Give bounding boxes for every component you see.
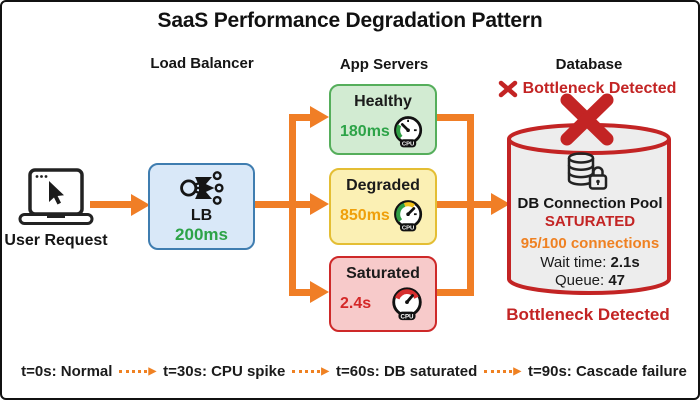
database-header: Database (555, 56, 623, 73)
pool-connections: 95/100 connections (520, 235, 660, 252)
arrow-lb-out (255, 201, 295, 208)
diagram-title: SaaS Performance Degradation Pattern (157, 9, 543, 32)
timeline-item: t=90s: Cascade failure (528, 363, 687, 380)
pool-queue: Queue: 47 (554, 272, 626, 289)
laptop-icon (18, 168, 94, 225)
cpu-gauge-icon-degraded: CPU (393, 200, 422, 232)
cursor-icon (49, 181, 64, 205)
svg-text:CPU: CPU (402, 226, 414, 232)
svg-text:CPU: CPU (401, 313, 415, 320)
arrow-healthy-out (437, 113, 474, 121)
bottleneck-alert-top: Bottleneck Detected (480, 79, 694, 99)
server-state-label: Degraded (346, 177, 420, 194)
pool-wait-time: Wait time: 2.1s (540, 254, 640, 271)
arrow-saturated-out (437, 288, 474, 296)
app-server-box-saturated: Saturated 2.4s CPU (329, 256, 437, 332)
timeline-item: t=30s: CPU spike (163, 363, 286, 380)
app-servers-header: App Servers (339, 56, 429, 73)
arrow-to-database (467, 200, 495, 208)
arrow-to-saturated (292, 288, 312, 296)
load-balancer-header: Load Balancer (150, 55, 254, 72)
server-state-label: Healthy (354, 93, 412, 110)
server-state-label: Saturated (346, 265, 420, 282)
user-request-label: User Request (4, 232, 108, 249)
timeline-item: t=60s: DB saturated (336, 363, 478, 380)
arrow-to-degraded (292, 200, 312, 208)
arrowhead-user-to-lb (131, 193, 150, 216)
app-server-box-healthy: Healthy 180ms CPU (329, 84, 437, 155)
arrowhead-to-healthy (310, 106, 329, 128)
arrow-to-healthy (292, 113, 312, 121)
arrowhead-to-database (491, 193, 510, 215)
big-x-icon (560, 93, 614, 146)
dotted-arrow-icon: ▶ (119, 366, 156, 377)
server-latency: 850ms (340, 207, 390, 224)
x-icon (498, 80, 517, 98)
wait-time-value: 2.1s (610, 254, 640, 271)
svg-text:CPU: CPU (402, 142, 414, 148)
pool-title: DB Connection Pool (517, 195, 663, 212)
cpu-gauge-icon-healthy: CPU (393, 116, 422, 148)
dotted-arrow-icon: ▶ (292, 366, 329, 377)
arrow-degraded-out (437, 200, 474, 208)
bottleneck-alert-top-label: Bottleneck Detected (522, 80, 677, 97)
database-cylinder (507, 123, 671, 295)
load-balancer-box: LB 200ms (148, 163, 255, 250)
server-latency: 180ms (340, 123, 390, 140)
load-balancer-icon (179, 171, 224, 205)
db-lock-icon (567, 152, 608, 190)
arrow-user-to-lb (90, 201, 135, 208)
timeline: t=0s: Normal ▶ t=30s: CPU spike ▶ t=60s:… (21, 363, 687, 380)
pool-status-badge: SATURATED (544, 213, 636, 230)
queue-value: 47 (608, 272, 626, 289)
lb-name: LB (190, 207, 213, 224)
cpu-gauge-icon-saturated: CPU (392, 287, 422, 320)
timeline-item: t=0s: Normal (21, 363, 113, 380)
bottleneck-alert-bottom: Bottleneck Detected (506, 305, 670, 324)
dotted-arrow-icon: ▶ (484, 366, 521, 377)
arrowhead-to-saturated (310, 281, 329, 303)
server-latency: 2.4s (340, 295, 372, 312)
app-server-box-degraded: Degraded 850ms CPU (329, 168, 437, 245)
lb-latency: 200ms (175, 225, 228, 244)
arrowhead-to-degraded (310, 193, 329, 215)
